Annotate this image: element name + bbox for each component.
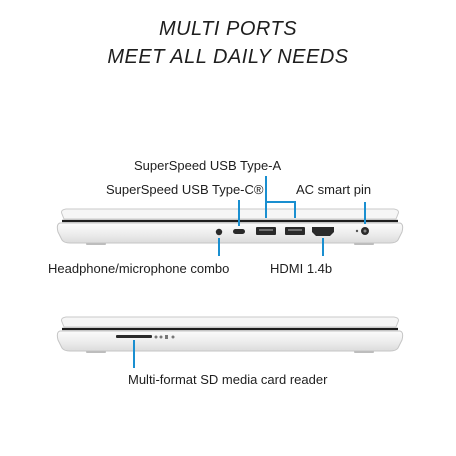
- usb-a-label: SuperSpeed USB Type-A: [134, 158, 282, 173]
- headphone-jack-icon: [215, 228, 223, 236]
- usb-c-port-icon: [233, 229, 245, 234]
- laptop-side-view-left: [56, 208, 404, 245]
- usb-c-label: SuperSpeed USB Type-C®: [106, 182, 264, 197]
- ac-pin-label: AC smart pin: [296, 182, 372, 197]
- status-led-4-icon: [171, 335, 175, 339]
- headline-line-1: MULTI PORTS: [158, 18, 298, 40]
- callout-lines-top: [218, 176, 366, 256]
- laptop-side-view-right: [56, 316, 404, 353]
- status-led-3-icon: [165, 335, 168, 339]
- headline-line-2: MEET ALL DAILY NEEDS: [107, 46, 349, 68]
- hdmi-label: HDMI 1.4b: [270, 261, 333, 276]
- sd-reader-label: Multi-format SD media card reader: [128, 372, 328, 387]
- headphone-label: Headphone/microphone combo: [48, 261, 230, 276]
- status-led-1-icon: [154, 335, 158, 339]
- sd-card-slot-icon: [116, 335, 152, 338]
- status-led-2-icon: [159, 335, 163, 339]
- hdmi-port-icon: [312, 227, 334, 236]
